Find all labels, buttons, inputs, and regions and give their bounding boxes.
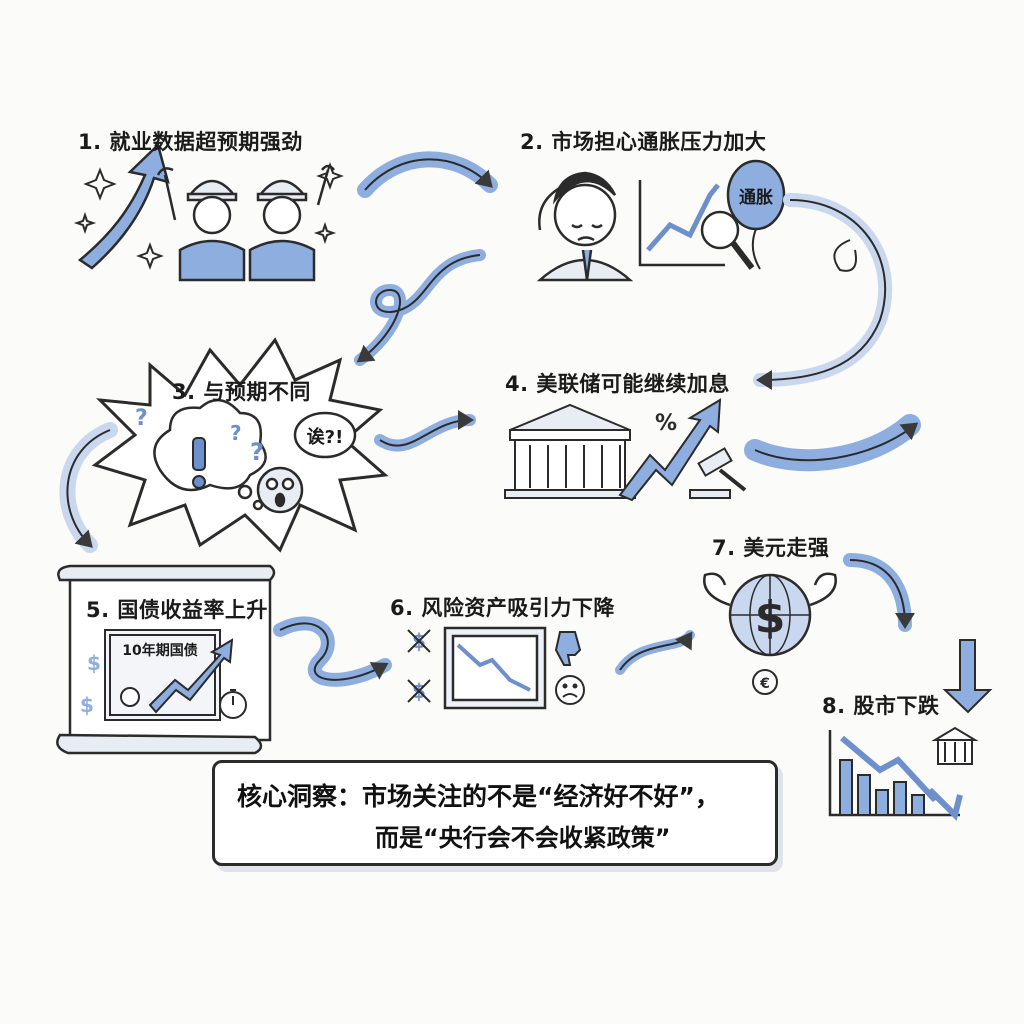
stopwatch-icon — [219, 689, 247, 719]
dollar-sign-icons: $ $ — [80, 651, 101, 717]
speech-bubble — [293, 411, 357, 459]
flow-arrow-3-4 — [374, 414, 476, 452]
svg-text:$: $ — [755, 592, 786, 643]
insight-line-2: 而是“央行会不会收紧政策” — [375, 824, 671, 852]
step-1-label: 1. 就业数据超预期强劲 — [78, 130, 303, 154]
flow-arrow-5-6 — [273, 616, 392, 687]
step-5-label: 5. 国债收益率上升 — [86, 598, 268, 622]
svg-text:€: € — [759, 676, 770, 692]
question-marks-icon: ? ? ? — [135, 406, 264, 466]
inflation-chart-icon — [638, 180, 755, 270]
strong-dollar-globe-icon: $ — [703, 572, 837, 657]
step-2-label: 2. 市场担心通胀压力加大 — [520, 130, 767, 154]
stock-crash-chart-icon — [828, 730, 963, 821]
step-6-label: 6. 风险资产吸引力下降 — [390, 596, 615, 620]
flow-arrow-1-2 — [357, 151, 498, 198]
step-3-label: 3. 与预期不同 — [172, 380, 311, 404]
rising-arrow-icon — [77, 142, 170, 270]
down-arrow-icon — [942, 639, 993, 714]
sad-face-icon — [555, 675, 585, 705]
thumbs-down-icon — [554, 631, 582, 666]
workers-icon — [156, 164, 335, 282]
balloon-text: 通胀 — [739, 188, 773, 208]
svg-text:$: $ — [80, 693, 94, 717]
flow-arrow-2-4 — [753, 193, 893, 387]
certificate-text: 10年期国债 — [122, 642, 197, 659]
sparkle-icons — [73, 162, 344, 270]
worried-man-icon — [536, 171, 634, 282]
svg-text:?: ? — [250, 438, 264, 466]
flow-arrow-7-8 — [843, 553, 912, 632]
step-8-label: 8. 股市下跌 — [822, 694, 940, 718]
flow-arrow-6-7 — [615, 630, 695, 675]
step-7-label: 7. 美元走强 — [712, 536, 830, 560]
svg-text:?: ? — [135, 406, 148, 431]
bond-certificate-icon — [104, 629, 221, 721]
svg-text:?: ? — [230, 421, 242, 445]
crossed-dollar-icons: $ $ — [407, 629, 431, 703]
rate-hike-arrow-icon: % — [618, 398, 722, 502]
yield-arrow-icon — [148, 638, 234, 714]
svg-text:$: $ — [87, 651, 101, 675]
step-4-label: 4. 美联储可能继续加息 — [505, 372, 730, 396]
shocked-face-icon — [256, 466, 304, 514]
exclaim-bubble-text: 诶?! — [307, 426, 344, 448]
exclamation-icon — [192, 437, 206, 489]
federal-reserve-building-icon — [504, 403, 636, 499]
broken-bank-icon — [931, 726, 979, 765]
euro-coin-icon: € — [752, 669, 778, 695]
insight-title: 核心洞察： — [237, 782, 363, 811]
thought-cloud-icon — [153, 399, 267, 511]
gavel-icon — [689, 447, 747, 499]
core-insight-box: 核心洞察：市场关注的不是“经济好不好”， 而是“央行会不会收紧政策” — [212, 760, 778, 866]
falling-chart-screen — [443, 626, 547, 710]
inflation-balloon-icon — [726, 159, 786, 270]
flow-arrow-3-5 — [59, 422, 118, 553]
insight-line-1: 核心洞察：市场关注的不是“经济好不好”， — [237, 777, 720, 813]
insight-text-1: 市场关注的不是“经济好不好”， — [362, 782, 720, 811]
svg-text:%: % — [655, 411, 677, 436]
